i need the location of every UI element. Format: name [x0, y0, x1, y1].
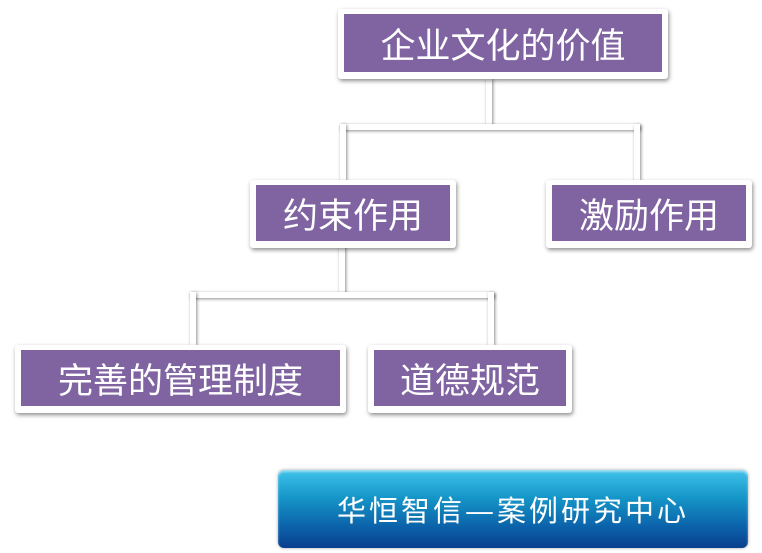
- connector: [190, 292, 494, 298]
- connector: [486, 78, 492, 126]
- moral-norms-node: 道德规范: [368, 345, 572, 413]
- connector: [634, 124, 640, 180]
- connector: [340, 124, 346, 180]
- footer-banner: 华恒智信—案例研究中心: [278, 470, 748, 548]
- root-node: 企业文化的价值: [338, 9, 668, 79]
- connector: [339, 246, 345, 294]
- incentive-node: 激励作用: [546, 180, 752, 248]
- footer-banner-label: 华恒智信—案例研究中心: [336, 494, 689, 528]
- connector: [488, 292, 494, 345]
- constraint-node: 约束作用: [250, 180, 456, 248]
- management-system-node-label: 完善的管理制度: [21, 350, 340, 406]
- incentive-node-label: 激励作用: [552, 185, 746, 241]
- management-system-node: 完善的管理制度: [15, 345, 346, 413]
- connector: [340, 124, 640, 130]
- root-node-label: 企业文化的价值: [344, 14, 662, 72]
- connector: [190, 292, 196, 345]
- constraint-node-label: 约束作用: [256, 185, 450, 241]
- moral-norms-node-label: 道德规范: [374, 350, 566, 406]
